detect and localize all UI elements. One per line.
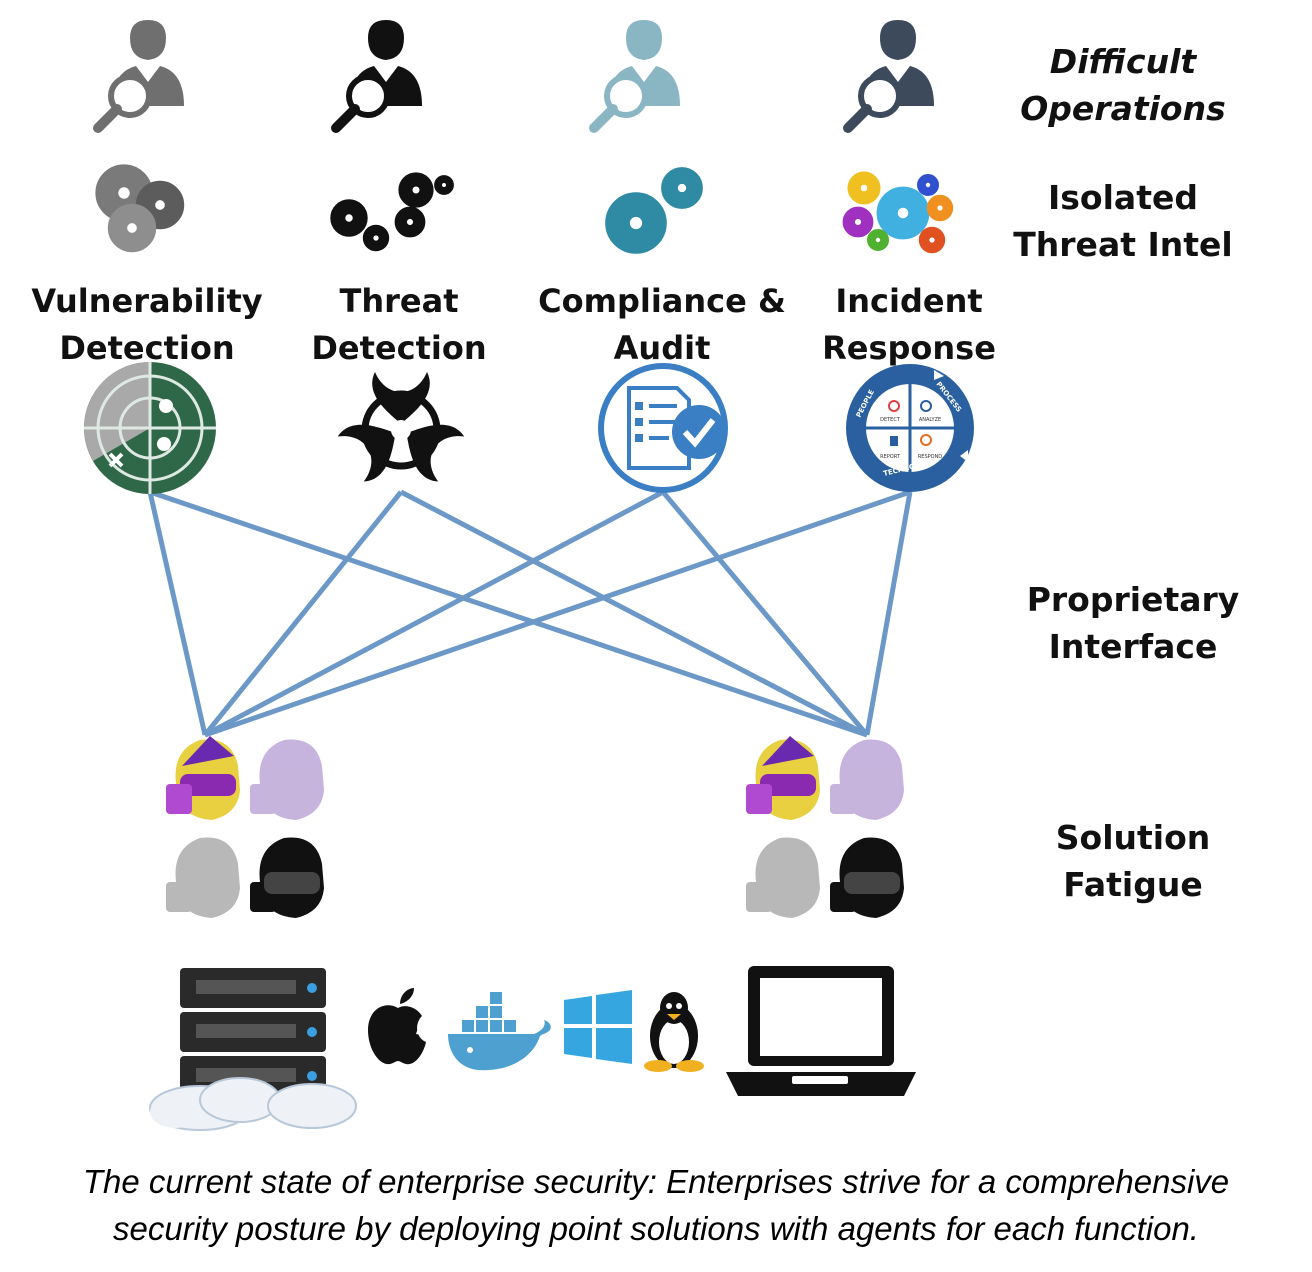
person-search-icon-compliance bbox=[594, 20, 680, 128]
incident-response-wheel-icon: DETECT ANALYZE REPORT RESPOND PEOPLE PRO… bbox=[846, 364, 974, 492]
agent-icons-left bbox=[166, 736, 324, 918]
figure-caption: The current state of enterprise security… bbox=[20, 1158, 1292, 1252]
function-label-line: Compliance & bbox=[538, 282, 786, 320]
server-cloud-icon bbox=[149, 968, 357, 1131]
function-label-line: Detection bbox=[59, 329, 235, 367]
agent-icons-right bbox=[746, 736, 904, 918]
row-label-line: Solution bbox=[1055, 818, 1211, 857]
function-label-line: Incident bbox=[835, 282, 983, 320]
function-label-compliance-audit: Compliance & Audit bbox=[532, 278, 792, 372]
function-label-line: Detection bbox=[311, 329, 487, 367]
connector-lines bbox=[147, 489, 913, 738]
caption-line: The current state of enterprise security… bbox=[82, 1163, 1230, 1200]
person-search-icon-threat bbox=[336, 20, 422, 128]
wheel-quadrant-detect: DETECT bbox=[880, 417, 901, 423]
function-label-line: Response bbox=[822, 329, 996, 367]
function-label-line: Vulnerability bbox=[31, 282, 263, 320]
wheel-quadrant-report: REPORT bbox=[880, 454, 901, 460]
row-label-line: Proprietary bbox=[1026, 580, 1240, 619]
caption-line: security posture by deploying point solu… bbox=[113, 1210, 1199, 1247]
gears-icon-incident bbox=[848, 177, 949, 248]
row-label-line: Operations bbox=[1020, 89, 1226, 128]
row-label-proprietary-interface: Proprietary Interface bbox=[1008, 576, 1258, 670]
wheel-quadrant-respond: RESPOND bbox=[918, 454, 942, 460]
person-search-icon-incident bbox=[848, 20, 934, 128]
compliance-checklist-icon bbox=[598, 363, 728, 493]
gears-icon-threat bbox=[337, 178, 451, 246]
function-label-threat-detection: Threat Detection bbox=[269, 278, 529, 372]
row-label-line: Isolated bbox=[1048, 178, 1198, 217]
radar-icon bbox=[84, 362, 216, 494]
wheel-quadrant-analyze: ANALYZE bbox=[919, 417, 941, 423]
row-label-solution-fatigue: Solution Fatigue bbox=[1008, 814, 1258, 908]
laptop-icon bbox=[726, 966, 916, 1096]
function-label-line: Audit bbox=[613, 329, 711, 367]
row-label-line: Difficult bbox=[1049, 42, 1197, 81]
linux-tux-icon bbox=[644, 992, 704, 1072]
row-label-line: Threat Intel bbox=[1013, 225, 1233, 264]
function-label-vulnerability-detection: Vulnerability Detection bbox=[17, 278, 277, 372]
row-label-difficult-operations: Difficult Operations bbox=[998, 38, 1248, 132]
docker-icon bbox=[448, 992, 551, 1071]
windows-icon bbox=[564, 990, 632, 1064]
row-label-line: Fatigue bbox=[1063, 865, 1203, 904]
gears-icon-vulnerability bbox=[105, 174, 176, 244]
person-search-icon-vulnerability bbox=[98, 20, 184, 128]
function-label-incident-response: Incident Response bbox=[779, 278, 1039, 372]
row-label-line: Interface bbox=[1048, 627, 1218, 666]
biohazard-icon bbox=[336, 372, 466, 484]
apple-icon bbox=[368, 988, 429, 1065]
gears-icon-compliance bbox=[616, 174, 696, 243]
function-label-line: Threat bbox=[339, 282, 459, 320]
row-label-isolated-threat-intel: Isolated Threat Intel bbox=[998, 174, 1248, 268]
